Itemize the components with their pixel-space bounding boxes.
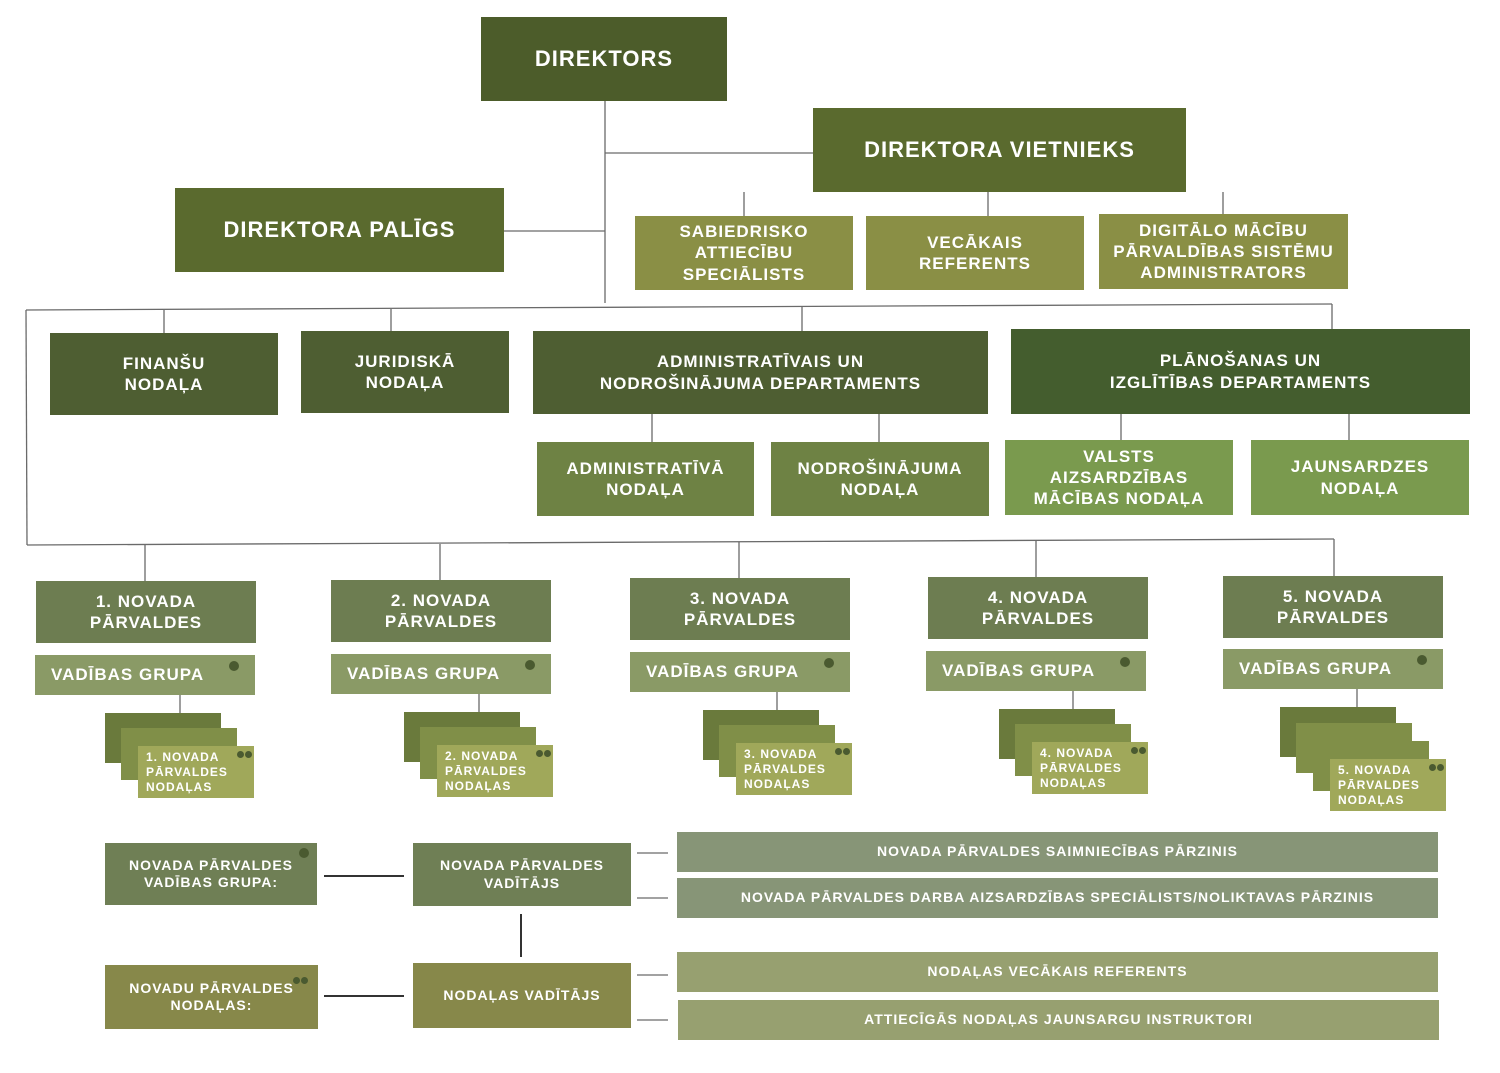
director-box: DIREKTORS [481,17,727,101]
admin-dept-label: ADMINISTRATĪVAIS UN NODROŠINĀJUMA DEPART… [599,352,922,393]
region-2-units-box: 2. NOVADA PĀRVALDES NODAĻAS [437,745,553,797]
senior-referent-box: VECĀKAIS REFERENTS [866,216,1084,290]
director-assistant-box: DIREKTORA PALĪGS [175,188,504,272]
region-4-box: 4. NOVADA PĀRVALDES [928,577,1148,639]
legend-unit-role-1-box: NODAĻAS VECĀKAIS REFERENTS [677,952,1438,992]
region-5-label: 5. NOVADA PĀRVALDES [1276,586,1390,627]
public-relations-label: SABIEDRISKO ATTIECĪBU SPECIĀLISTS [679,222,809,284]
region-4-label: 4. NOVADA PĀRVALDES [981,587,1095,628]
support-unit-box: NODROŠINĀJUMA NODAĻA [771,442,989,516]
legend-unit-head-label: NODAĻAS VADĪTĀJS [443,986,601,1003]
deputy-director-box: DIREKTORA VIETNIEKS [813,108,1186,192]
unit-dot-icon [237,751,244,758]
director-label: DIREKTORS [534,46,674,72]
defence-education-unit-label: VALSTS AIZSARDZĪBAS MĀCĪBAS NODAĻA [1033,446,1205,509]
group-dot-icon [1417,655,1427,665]
region-4-units-label: 4. NOVADA PĀRVALDES NODAĻAS [1040,745,1122,790]
region-2-box: 2. NOVADA PĀRVALDES [331,580,551,642]
legend-group-label-box: NOVADA PĀRVALDES VADĪBAS GRUPA: [105,843,317,905]
youth-guard-unit-box: JAUNSARDZES NODAĻA [1251,440,1469,515]
region-2-group-box: VADĪBAS GRUPA [331,654,551,694]
region-5-group-box: VADĪBAS GRUPA [1223,649,1443,689]
unit-dot-icon [544,750,551,757]
director-assistant-label: DIREKTORA PALĪGS [223,217,456,243]
senior-referent-label: VECĀKAIS REFERENTS [919,232,1031,273]
region-2-label: 2. NOVADA PĀRVALDES [384,590,498,631]
region-1-group-label: VADĪBAS GRUPA [51,665,205,685]
unit-dot-icon [1139,747,1146,754]
region-5-group-label: VADĪBAS GRUPA [1239,659,1393,679]
region-3-box: 3. NOVADA PĀRVALDES [630,578,850,640]
region-2-units-label: 2. NOVADA PĀRVALDES NODAĻAS [445,748,527,793]
legend-head-role-2-box: NOVADA PĀRVALDES DARBA AIZSARDZĪBAS SPEC… [677,878,1438,918]
region-4-group-box: VADĪBAS GRUPA [926,651,1146,691]
region-3-group-label: VADĪBAS GRUPA [646,662,800,682]
unit-dot-icon [245,751,252,758]
group-dot-icon [1120,657,1130,667]
group-dot-icon [824,658,834,668]
legend-head-role-2-label: NOVADA PĀRVALDES DARBA AIZSARDZĪBAS SPEC… [740,889,1375,906]
region-5-box: 5. NOVADA PĀRVALDES [1223,576,1443,638]
legend-head-box: NOVADA PĀRVALDES VADĪTĀJS [413,843,631,906]
region-3-group-box: VADĪBAS GRUPA [630,652,850,692]
group-dot-icon [229,661,239,671]
region-4-group-label: VADĪBAS GRUPA [942,661,1096,681]
unit-dot-icon [835,748,842,755]
region-2-group-label: VADĪBAS GRUPA [347,664,501,684]
defence-education-unit-box: VALSTS AIZSARDZĪBAS MĀCĪBAS NODAĻA [1005,440,1233,515]
legend-head-role-1-box: NOVADA PĀRVALDES SAIMNIECĪBAS PĀRZINIS [677,832,1438,872]
planning-dept-box: PLĀNOŠANAS UN IZGLĪTĪBAS DEPARTAMENTS [1011,329,1470,414]
legend-unit-role-2-box: ATTIECĪGĀS NODAĻAS JAUNSARGU INSTRUKTORI [678,1000,1439,1040]
administrative-unit-box: ADMINISTRATĪVĀ NODAĻA [537,442,754,516]
legend-unit-role-2-label: ATTIECĪGĀS NODAĻAS JAUNSARGU INSTRUKTORI [864,1011,1253,1028]
finance-dept-box: FINANŠU NODAĻA [50,333,278,415]
legend-units-label-box: NOVADU PĀRVALDES NODAĻAS: [105,965,318,1029]
unit-dot-icon [843,748,850,755]
legend-units-label: NOVADU PĀRVALDES NODAĻAS: [129,979,294,1014]
admin-dept-box: ADMINISTRATĪVAIS UN NODROŠINĀJUMA DEPART… [533,331,988,414]
region-1-units-box: 1. NOVADA PĀRVALDES NODAĻAS [138,746,254,798]
region-3-units-label: 3. NOVADA PĀRVALDES NODAĻAS [744,746,826,791]
legend-unit-head-box: NODAĻAS VADĪTĀJS [413,963,631,1028]
legal-dept-box: JURIDISKĀ NODAĻA [301,331,509,413]
region-5-units-box: 5. NOVADA PĀRVALDES NODAĻAS [1330,759,1446,811]
unit-dot-icon [1429,764,1436,771]
legend-group-label: NOVADA PĀRVALDES VADĪBAS GRUPA: [128,856,294,891]
group-dot-icon [299,848,309,858]
region-3-label: 3. NOVADA PĀRVALDES [683,588,797,629]
lms-admin-label: DIGITĀLO MĀCĪBU PĀRVALDĪBAS SISTĒMU ADMI… [1113,220,1334,283]
group-dot-icon [525,660,535,670]
region-1-group-box: VADĪBAS GRUPA [35,655,255,695]
administrative-unit-label: ADMINISTRATĪVĀ NODAĻA [566,458,725,499]
unit-dot-icon [536,750,543,757]
legal-dept-label: JURIDISKĀ NODAĻA [354,351,456,392]
public-relations-box: SABIEDRISKO ATTIECĪBU SPECIĀLISTS [635,216,853,290]
legend-head-role-1-label: NOVADA PĀRVALDES SAIMNIECĪBAS PĀRZINIS [876,843,1239,860]
region-5-units-label: 5. NOVADA PĀRVALDES NODAĻAS [1338,762,1420,807]
unit-dot-icon [293,977,300,984]
finance-dept-label: FINANŠU NODAĻA [122,353,206,394]
legend-unit-role-1-label: NODAĻAS VECĀKAIS REFERENTS [927,963,1188,980]
region-1-units-label: 1. NOVADA PĀRVALDES NODAĻAS [146,749,228,794]
deputy-director-label: DIREKTORA VIETNIEKS [864,137,1135,163]
lms-admin-box: DIGITĀLO MĀCĪBU PĀRVALDĪBAS SISTĒMU ADMI… [1099,214,1348,289]
region-3-units-box: 3. NOVADA PĀRVALDES NODAĻAS [736,743,852,795]
region-1-box: 1. NOVADA PĀRVALDES [36,581,256,643]
unit-dot-icon [1131,747,1138,754]
unit-dot-icon [301,977,308,984]
region-1-label: 1. NOVADA PĀRVALDES [89,591,203,632]
unit-dot-icon [1437,764,1444,771]
planning-dept-label: PLĀNOŠANAS UN IZGLĪTĪBAS DEPARTAMENTS [1109,351,1372,392]
legend-head-label: NOVADA PĀRVALDES VADĪTĀJS [439,857,605,891]
support-unit-label: NODROŠINĀJUMA NODAĻA [797,458,963,499]
region-4-units-box: 4. NOVADA PĀRVALDES NODAĻAS [1032,742,1148,794]
youth-guard-unit-label: JAUNSARDZES NODAĻA [1290,457,1430,498]
